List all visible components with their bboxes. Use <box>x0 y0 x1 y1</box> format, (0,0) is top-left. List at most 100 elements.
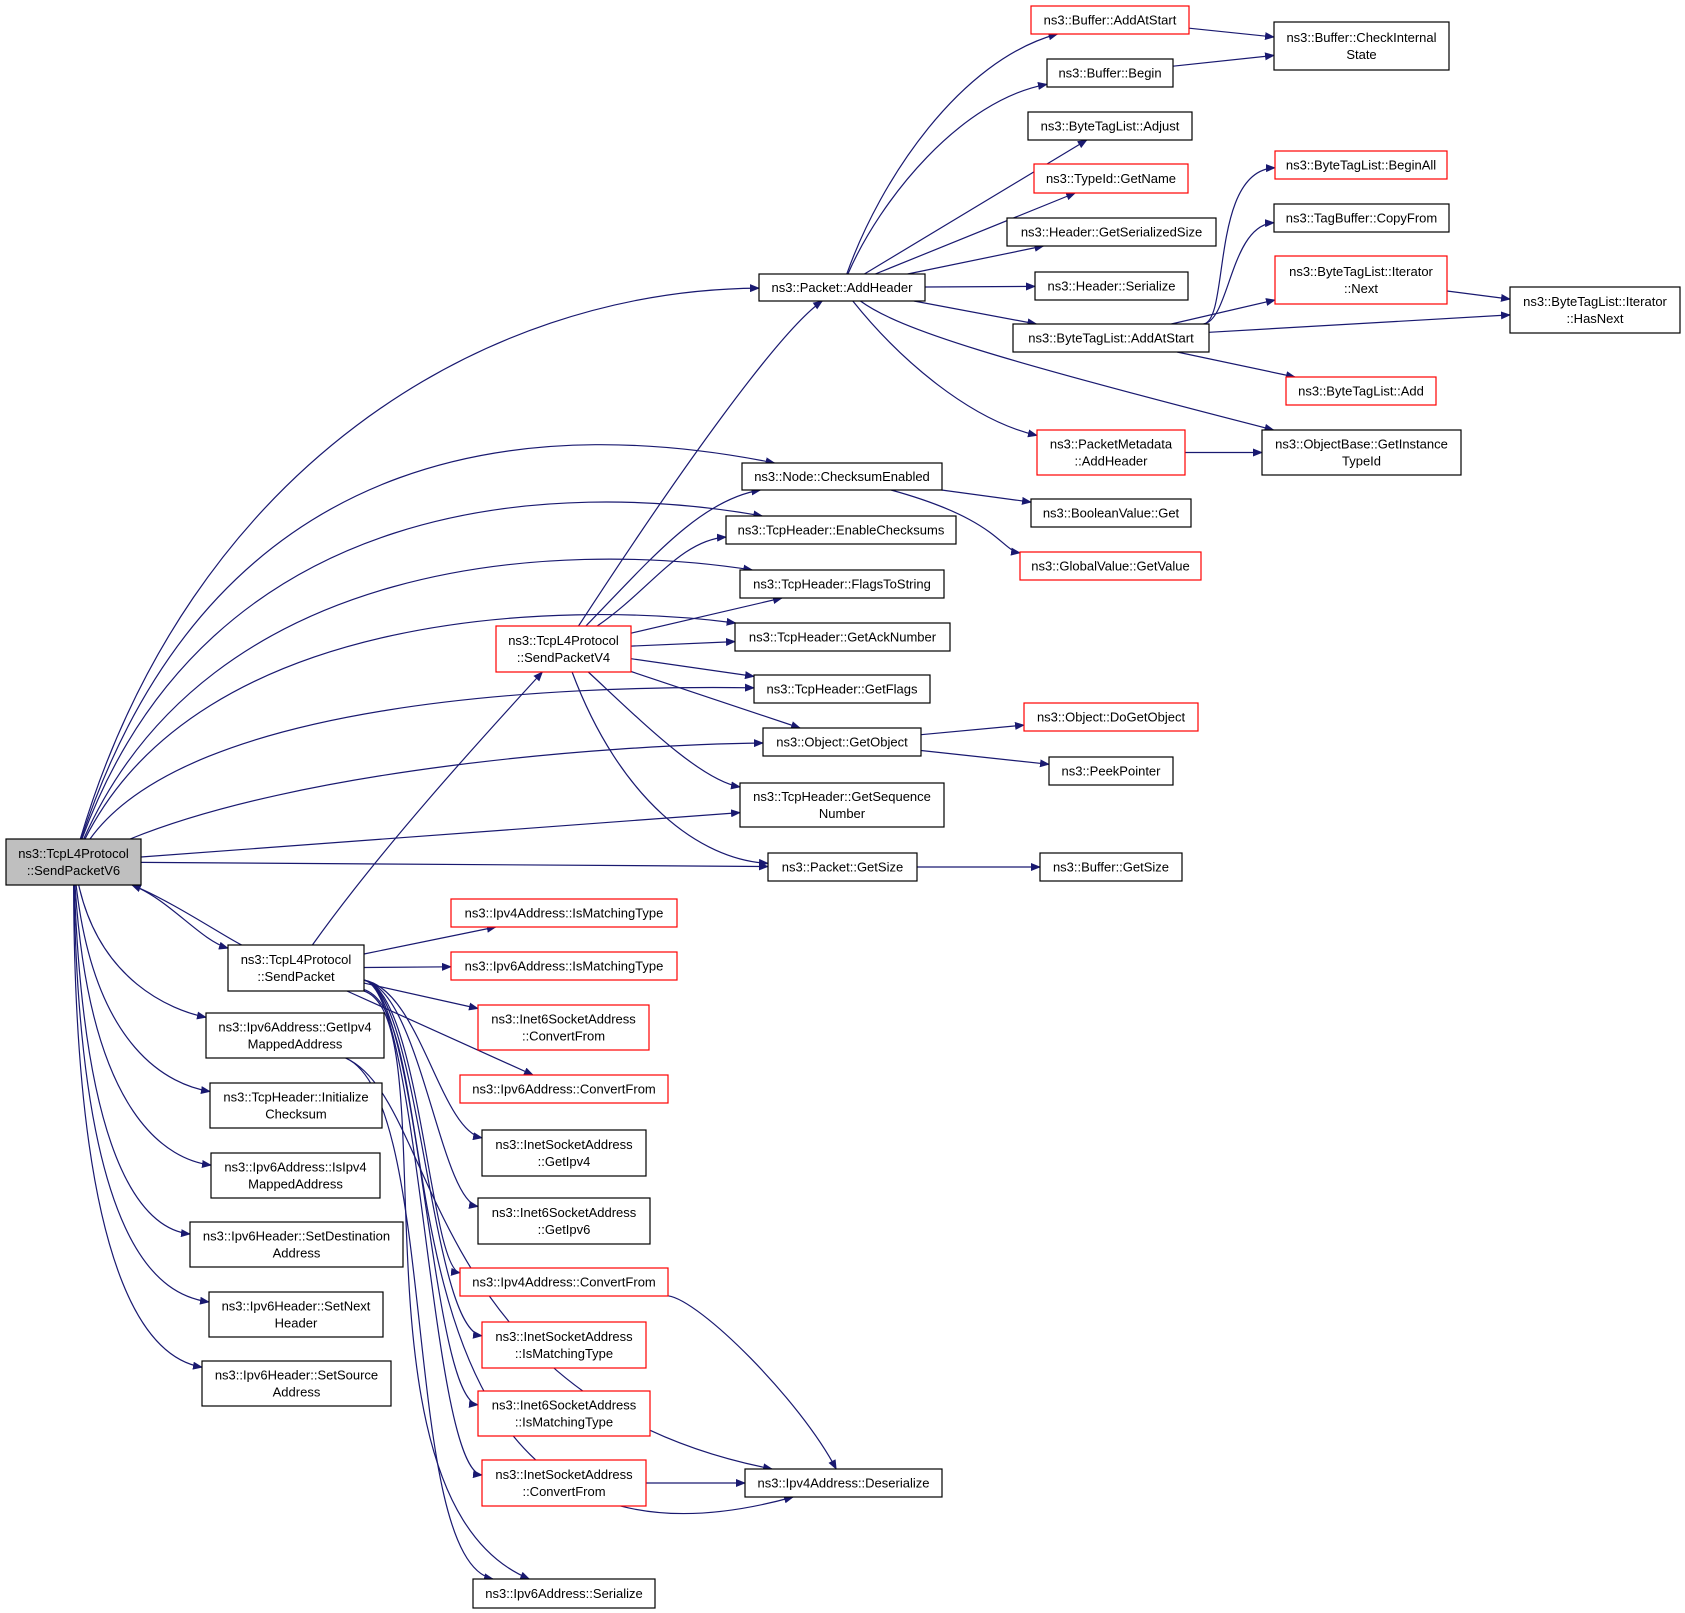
node-ns3-packet-getsize[interactable]: ns3::Packet::GetSize <box>767 852 918 882</box>
node-ns3-tcpheader-getflags[interactable]: ns3::TcpHeader::GetFlags <box>753 674 931 704</box>
node-label: ::IsMatchingType <box>515 1346 613 1361</box>
node-ns3-booleanvalue-get[interactable]: ns3::BooleanValue::Get <box>1030 498 1192 528</box>
node-box <box>227 944 365 992</box>
node-label: ns3::BooleanValue::Get <box>1043 506 1180 521</box>
node-ns3-object-getobject[interactable]: ns3::Object::GetObject <box>762 727 922 757</box>
node-ns3-buffer-getsize[interactable]: ns3::Buffer::GetSize <box>1039 852 1183 882</box>
node-ns3-peekpointer[interactable]: ns3::PeekPointer <box>1048 756 1174 786</box>
node-label: ns3::ByteTagList::Iterator <box>1523 294 1667 309</box>
edge-n24-to-n29 <box>1203 219 1275 325</box>
node-box <box>495 625 632 673</box>
edge-n0-to-n13 <box>75 884 211 1094</box>
node-label: ns3::Buffer::Begin <box>1058 66 1161 81</box>
node-ns3-ipv6address-serialize[interactable]: ns3::Ipv6Address::Serialize <box>472 1578 656 1609</box>
edge-n24-to-n31 <box>1208 311 1511 333</box>
node-box <box>481 1129 647 1177</box>
node-box <box>1036 429 1186 476</box>
node-ns3-globalvalue-getvalue[interactable]: ns3::GlobalValue::GetValue <box>1019 551 1202 581</box>
node-ns3-ipv4address-deserialize[interactable]: ns3::Ipv4Address::Deserialize <box>744 1468 943 1498</box>
node-ns3-tcpl4protocol-sendpacketv4[interactable]: ns3::TcpL4Protocol::SendPacketV4 <box>495 625 632 673</box>
node-label: ns3::Ipv6Header::SetSource <box>215 1368 378 1383</box>
node-label: ns3::Buffer::AddAtStart <box>1044 13 1177 28</box>
node-ns3-tcpheader-getacknumber[interactable]: ns3::TcpHeader::GetAckNumber <box>734 622 951 652</box>
node-label: TypeId <box>1342 454 1381 469</box>
node-ns3-bytetaglist-beginall[interactable]: ns3::ByteTagList::BeginAll <box>1274 150 1448 180</box>
node-ns3-tcpl4protocol-sendpacket[interactable]: ns3::TcpL4Protocol::SendPacket <box>227 944 365 992</box>
node-label: ns3::Ipv6Address::IsMatchingType <box>465 959 664 974</box>
node-box <box>1274 150 1448 180</box>
node-label: ns3::Header::Serialize <box>1048 279 1176 294</box>
node-box <box>459 1074 669 1104</box>
node-ns3-tcpheader-flagstostring[interactable]: ns3::TcpHeader::FlagsToString <box>739 569 945 599</box>
edge-n24-to-n30 <box>1171 298 1276 325</box>
node-ns3-buffer-begin[interactable]: ns3::Buffer::Begin <box>1046 58 1174 88</box>
node-label: ns3::TcpL4Protocol <box>508 633 619 648</box>
node-box <box>1034 271 1189 301</box>
edge-n0-to-n4 <box>83 558 754 840</box>
node-label: ns3::TcpHeader::EnableChecksums <box>738 523 945 538</box>
node-label: Address <box>273 1385 321 1400</box>
node-ns3-header-getserializedsize[interactable]: ns3::Header::GetSerializedSize <box>1006 217 1217 247</box>
node-ns3-bytetaglist-adjust[interactable]: ns3::ByteTagList::Adjust <box>1027 111 1193 141</box>
node-label: ::HasNext <box>1566 311 1623 326</box>
node-box <box>450 951 678 981</box>
node-box <box>1273 21 1450 71</box>
node-ns3-ipv6address-convertfrom[interactable]: ns3::Ipv6Address::ConvertFrom <box>459 1074 669 1104</box>
node-box <box>1285 376 1437 406</box>
node-ns3-object-dogetobject[interactable]: ns3::Object::DoGetObject <box>1023 702 1199 732</box>
edge-n1-to-n24 <box>913 300 1038 327</box>
edge-n0-to-n3 <box>81 501 764 840</box>
node-ns3-inetsocketaddress-getipv4[interactable]: ns3::InetSocketAddress::GetIpv4 <box>481 1129 647 1177</box>
node-ns3-header-serialize[interactable]: ns3::Header::Serialize <box>1034 271 1189 301</box>
edge-n10-to-n5 <box>630 637 736 647</box>
node-box <box>1030 498 1192 528</box>
node-ns3-bytetaglist-iterator-hasnext[interactable]: ns3::ByteTagList::Iterator::HasNext <box>1509 286 1681 334</box>
node-ns3-bytetaglist-addatstart[interactable]: ns3::ByteTagList::AddAtStart <box>1012 323 1210 353</box>
node-ns3-tagbuffer-copyfrom[interactable]: ns3::TagBuffer::CopyFrom <box>1273 203 1450 233</box>
node-ns3-tcpl4protocol-sendpacketv6[interactable]: ns3::TcpL4Protocol::SendPacketV6 <box>5 838 142 886</box>
edge-n11-to-n44 <box>363 979 461 1276</box>
node-ns3-bytetaglist-iterator-next[interactable]: ns3::ByteTagList::Iterator::Next <box>1274 255 1448 305</box>
node-ns3-ipv6address-ismatchingtype[interactable]: ns3::Ipv6Address::IsMatchingType <box>450 951 678 981</box>
node-ns3-typeid-getname[interactable]: ns3::TypeId::GetName <box>1033 163 1189 194</box>
node-ns3-inet6socketaddress-convertfrom[interactable]: ns3::Inet6SocketAddress::ConvertFrom <box>477 1004 650 1051</box>
node-label: ns3::Ipv4Address::ConvertFrom <box>472 1275 656 1290</box>
edge-n0-to-n11 <box>131 884 229 950</box>
node-ns3-node-checksumenabled[interactable]: ns3::Node::ChecksumEnabled <box>741 462 943 491</box>
node-ns3-packet-addheader[interactable]: ns3::Packet::AddHeader <box>758 273 926 302</box>
edge-n1-to-n22 <box>907 243 1045 275</box>
node-label: ::IsMatchingType <box>515 1415 613 1430</box>
node-ns3-packetmetadata-addheader[interactable]: ns3::PacketMetadata::AddHeader <box>1036 429 1186 476</box>
node-ns3-inet6socketaddress-ismatchingtype[interactable]: ns3::Inet6SocketAddress::IsMatchingType <box>477 1390 651 1437</box>
node-box <box>477 1197 651 1245</box>
node-ns3-bytetaglist-add[interactable]: ns3::ByteTagList::Add <box>1285 376 1437 406</box>
node-ns3-inet6socketaddress-getipv6[interactable]: ns3::Inet6SocketAddress::GetIpv6 <box>477 1197 651 1245</box>
node-label: ns3::Ipv6Header::SetDestination <box>203 1229 390 1244</box>
node-label: ns3::Object::GetObject <box>776 735 908 750</box>
node-label: ns3::Ipv6Address::ConvertFrom <box>472 1082 656 1097</box>
node-ns3-buffer-addatstart[interactable]: ns3::Buffer::AddAtStart <box>1030 5 1190 35</box>
node-label: ns3::PeekPointer <box>1061 764 1161 779</box>
node-ns3-inetsocketaddress-convertfrom[interactable]: ns3::InetSocketAddress::ConvertFrom <box>481 1459 647 1507</box>
node-label: ns3::GlobalValue::GetValue <box>1031 559 1190 574</box>
node-label: ns3::Node::ChecksumEnabled <box>754 469 930 484</box>
node-label: ns3::TcpHeader::Initialize <box>223 1090 368 1105</box>
node-label: ns3::ByteTagList::AddAtStart <box>1028 331 1194 346</box>
node-label: ns3::ByteTagList::Iterator <box>1289 264 1433 279</box>
node-ns3-tcpheader-enablechecksums[interactable]: ns3::TcpHeader::EnableChecksums <box>725 515 957 545</box>
node-ns3-ipv4address-ismatchingtype[interactable]: ns3::Ipv4Address::IsMatchingType <box>450 898 678 928</box>
node-ns3-inetsocketaddress-ismatchingtype[interactable]: ns3::InetSocketAddress::IsMatchingType <box>481 1321 647 1369</box>
node-ns3-ipv4address-convertfrom[interactable]: ns3::Ipv4Address::ConvertFrom <box>459 1267 669 1297</box>
node-label: ns3::ByteTagList::BeginAll <box>1286 158 1436 173</box>
edge-n0-to-n1 <box>79 284 760 840</box>
node-label: ns3::Buffer::GetSize <box>1053 860 1169 875</box>
